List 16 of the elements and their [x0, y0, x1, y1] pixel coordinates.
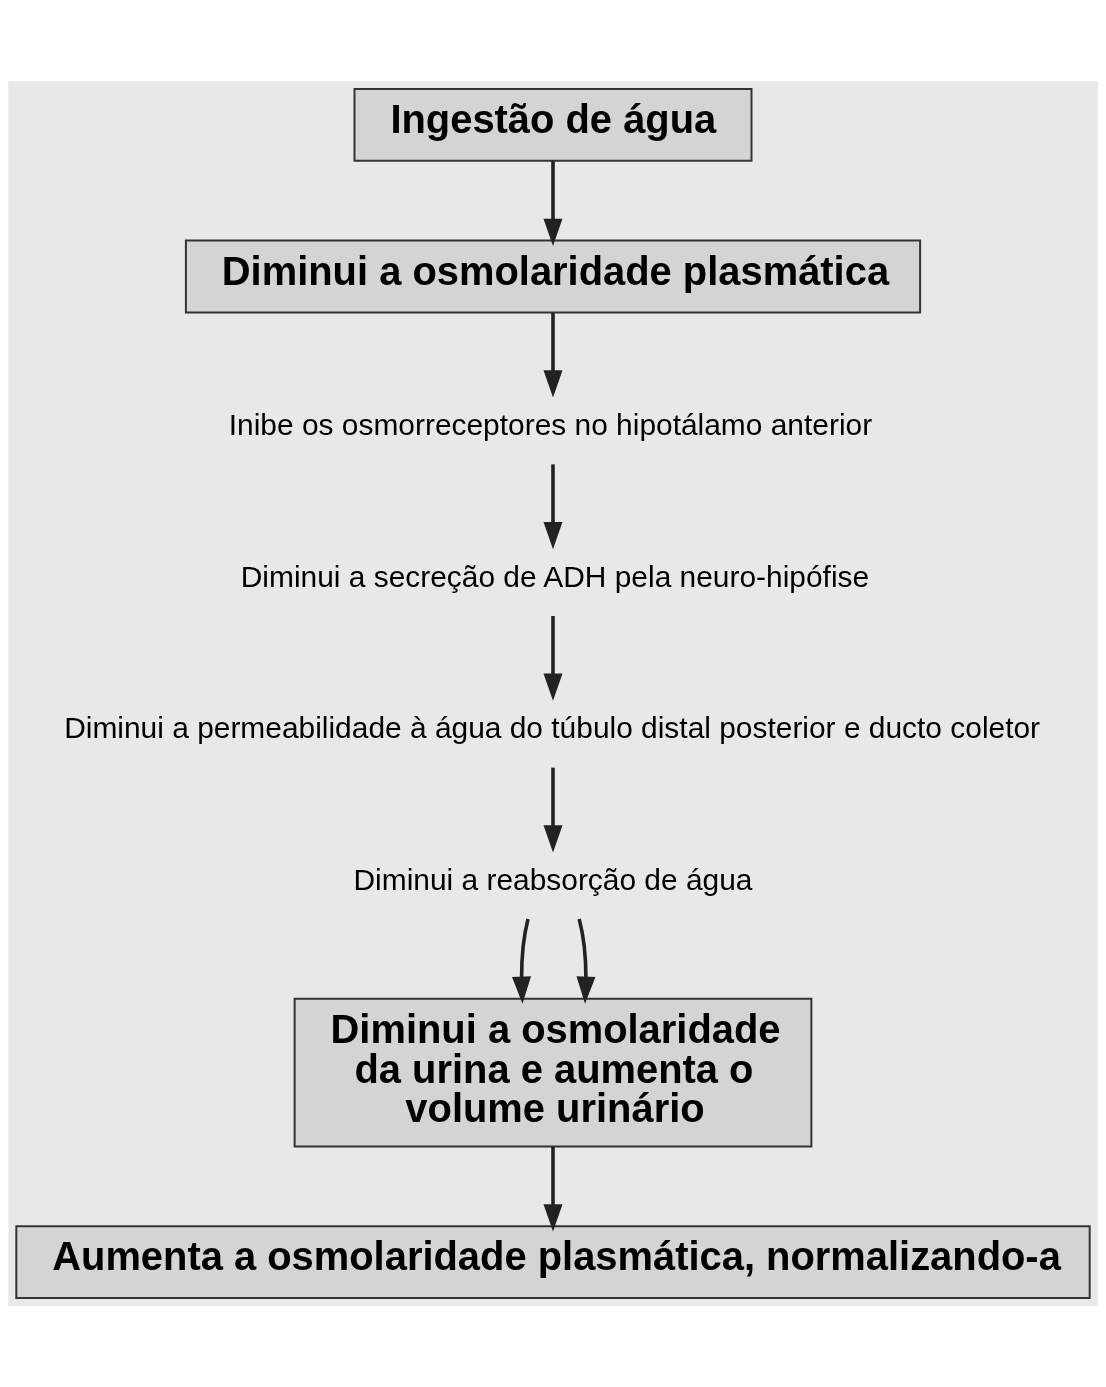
node-box: Ingestão de água	[353, 88, 753, 162]
node-box: Diminui a osmolaridade da urina e aumenta o volume urinário	[293, 997, 813, 1148]
arrow	[512, 918, 532, 1004]
arrow	[543, 616, 563, 701]
node-text: Inibe os osmorreceptores no hipotálamo anterior	[228, 408, 873, 442]
arrow	[576, 918, 596, 1004]
arrow	[543, 1146, 563, 1232]
node-text: Diminui a reabsorção de água	[353, 863, 753, 897]
arrow	[543, 464, 563, 550]
arrow	[543, 161, 563, 246]
node-box: Aumenta a osmolaridade plasmática, normalizando-a	[15, 1225, 1091, 1299]
node-text: Diminui a permeabilidade à água do túbulo distal posterior e ducto coletor	[64, 711, 1041, 745]
arrow	[543, 767, 563, 853]
node-text: Diminui a secreção de ADH pela neuro-hipófise	[240, 559, 870, 593]
node-box: Diminui a osmolaridade plasmática	[184, 239, 922, 314]
arrow	[543, 312, 563, 398]
